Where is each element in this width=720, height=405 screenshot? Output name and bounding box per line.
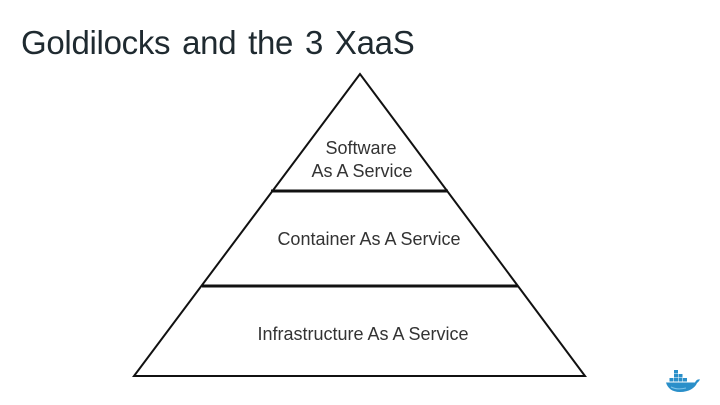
tier-infrastructure-label: Infrastructure As A Service — [257, 324, 468, 344]
pyramid-outline — [132, 72, 587, 377]
tier-software-label-line1: Software — [325, 138, 396, 158]
tier-container-label: Container As A Service — [277, 229, 460, 249]
tier-software: Software As A Service — [311, 138, 412, 181]
tier-infrastructure: Infrastructure As A Service — [257, 324, 468, 344]
docker-whale-icon — [666, 370, 700, 392]
tier-container: Container As A Service — [277, 229, 460, 249]
tier-software-label-line2: As A Service — [311, 161, 412, 181]
slide-title: Goldilocks and the 3 XaaS — [21, 24, 415, 61]
